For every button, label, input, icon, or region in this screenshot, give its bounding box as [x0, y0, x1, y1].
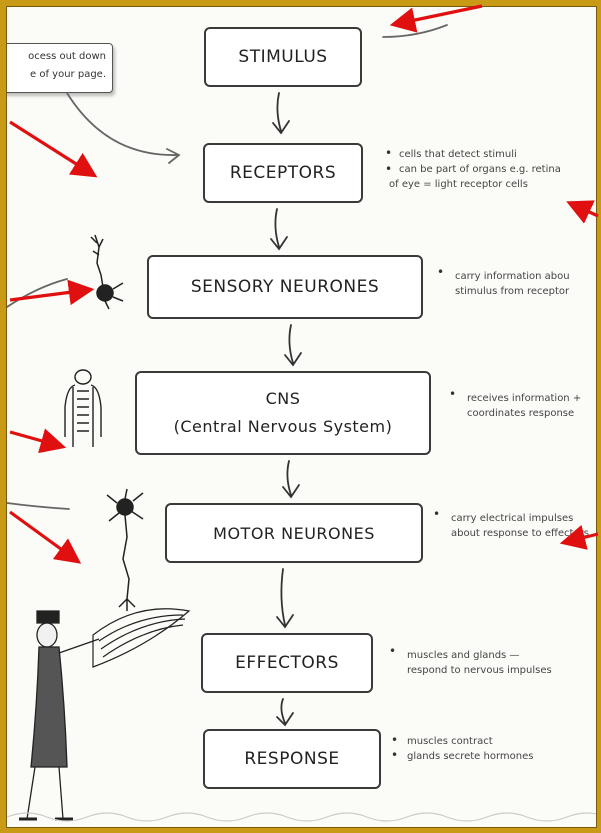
- torn-edge: [7, 812, 596, 822]
- down-arrow-icon: [270, 208, 288, 251]
- curved-arrow-icon: [382, 24, 448, 38]
- note-line: carry electrical impulses: [451, 513, 574, 524]
- down-arrow-icon: [282, 460, 300, 499]
- sensory-neurones-box: SENSORY NEURONES: [147, 255, 423, 319]
- cns-label: CNS: [265, 389, 301, 408]
- note-line: respond to nervous impulses: [407, 665, 552, 676]
- effectors-notes: muscles and glands — respond to nervous …: [407, 648, 552, 678]
- down-arrow-icon: [272, 92, 290, 135]
- response-bullet-2: •: [391, 748, 399, 762]
- receptors-notes: cells that detect stimuli can be part of…: [389, 147, 561, 192]
- effectors-bullet: •: [389, 644, 397, 658]
- cns-notes: receives information + coordinates respo…: [467, 391, 581, 421]
- effectors-label: EFFECTORS: [235, 653, 339, 673]
- receptors-bullet-1: •: [385, 146, 393, 160]
- motor-neurone-icon: [106, 488, 144, 611]
- response-label: RESPONSE: [244, 749, 340, 769]
- curved-arrow-icon: [7, 502, 70, 510]
- response-box: RESPONSE: [203, 729, 381, 789]
- motor-neurones-box: MOTOR NEURONES: [165, 503, 423, 563]
- note-line: muscles contract: [407, 736, 493, 747]
- cns-box: CNS (Central Nervous System): [135, 371, 431, 455]
- motor-notes: carry electrical impulses about response…: [451, 511, 589, 541]
- down-arrow-icon: [284, 324, 302, 367]
- effectors-box: EFFECTORS: [201, 633, 373, 693]
- cns-bullet: •: [449, 387, 457, 401]
- sensory-bullet: •: [437, 265, 445, 279]
- response-bullet-1: •: [391, 733, 399, 747]
- receptors-box: RECEPTORS: [203, 143, 363, 203]
- note-line: muscles and glands —: [407, 650, 520, 661]
- receptors-bullet-2: •: [385, 162, 393, 176]
- down-arrow-icon: [276, 568, 294, 629]
- curved-arrow-icon: [7, 278, 68, 308]
- sensory-notes: carry information abou stimulus from rec…: [455, 269, 570, 299]
- note-line: carry information abou: [455, 271, 570, 282]
- worksheet-page: ocess out down e of your page. STIMULUS …: [6, 6, 597, 828]
- note-line: can be part of organs e.g. retina: [399, 164, 561, 175]
- note-line: receives information +: [467, 393, 582, 404]
- callout-line-2: e of your page.: [30, 69, 106, 80]
- note-line: glands secrete hormones: [407, 751, 534, 762]
- sensory-neurone-icon: [90, 234, 124, 310]
- spinal-cord-icon: [64, 369, 102, 447]
- scientist-illustration: [19, 610, 100, 821]
- curved-arrow-icon: [66, 92, 181, 164]
- instruction-callout: ocess out down e of your page.: [7, 43, 113, 93]
- note-line: cells that detect stimuli: [399, 149, 517, 160]
- cns-sublabel: (Central Nervous System): [173, 417, 393, 436]
- muscle-illustration: [92, 608, 191, 668]
- note-line: about response to effectors: [451, 528, 589, 539]
- down-arrow-icon: [276, 698, 294, 727]
- motor-neurones-label: MOTOR NEURONES: [213, 523, 375, 543]
- response-notes: muscles contract glands secrete hormones: [407, 734, 533, 764]
- flow-connectors: [7, 24, 596, 822]
- note-line: of eye = light receptor cells: [389, 179, 528, 190]
- note-line: stimulus from receptor: [455, 286, 570, 297]
- receptors-label: RECEPTORS: [229, 163, 337, 183]
- note-line: coordinates response: [467, 408, 575, 419]
- callout-line-1: ocess out down: [28, 51, 106, 62]
- stimulus-label: STIMULUS: [238, 47, 328, 67]
- stimulus-box: STIMULUS: [204, 27, 362, 87]
- motor-bullet: •: [433, 507, 441, 521]
- sensory-neurones-label: SENSORY NEURONES: [190, 277, 380, 297]
